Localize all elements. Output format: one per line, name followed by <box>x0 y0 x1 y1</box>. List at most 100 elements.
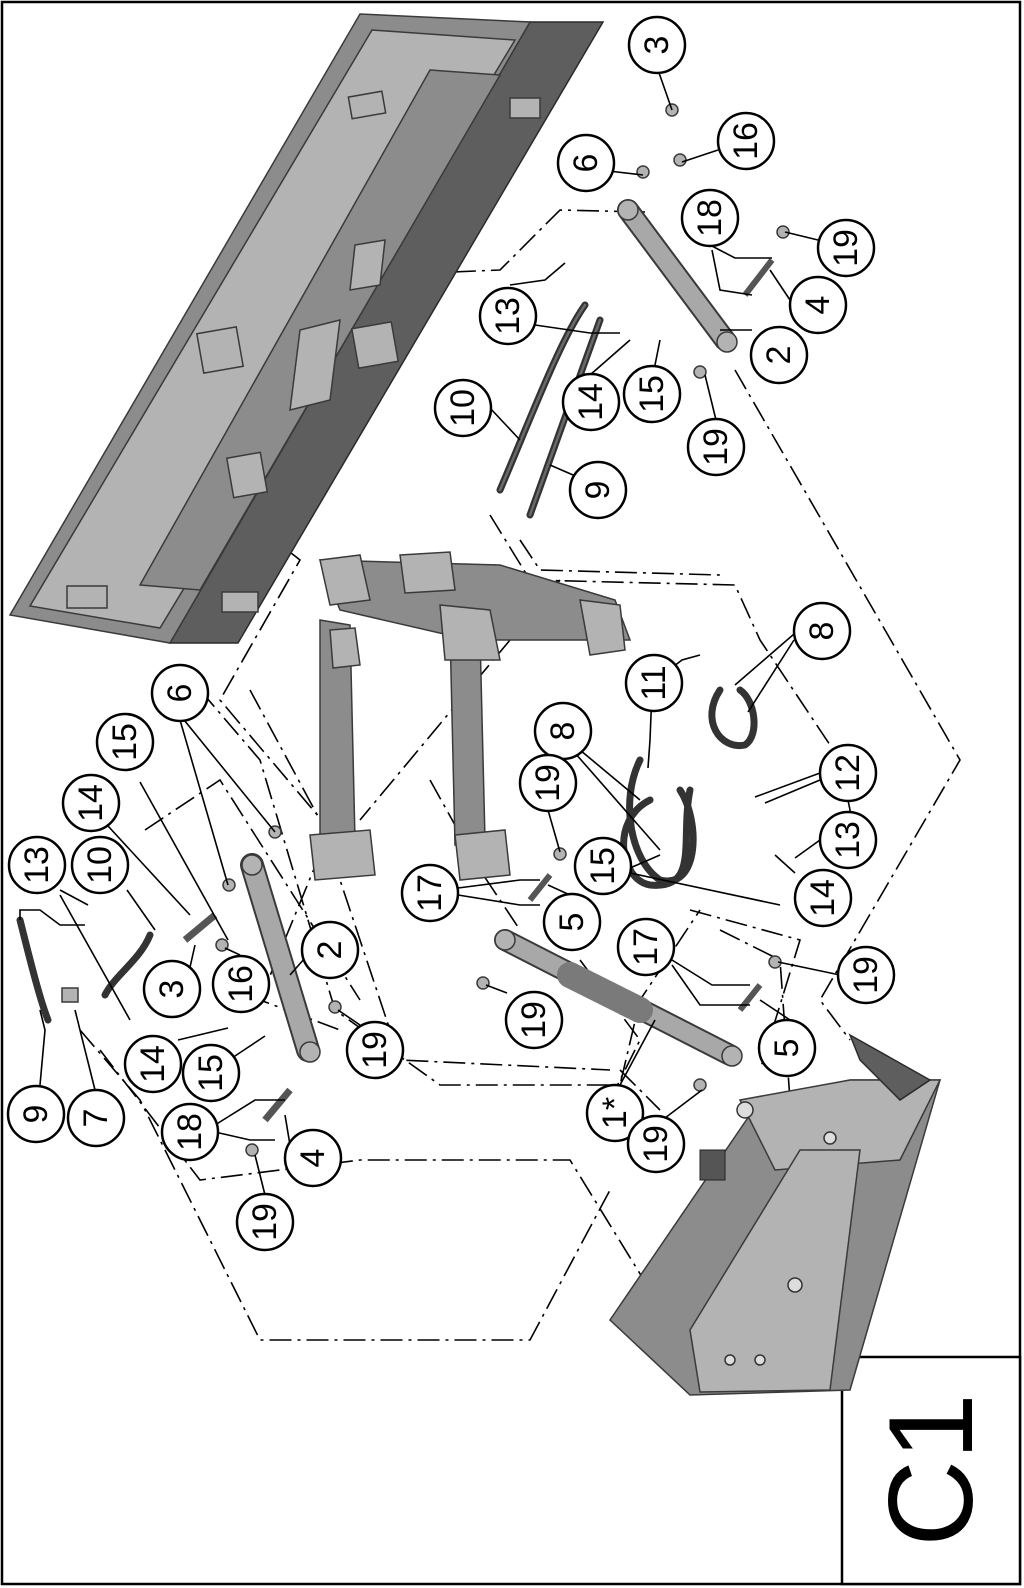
part-callout: 19 <box>504 990 564 1050</box>
mounting-plate <box>609 1033 942 1396</box>
svg-text:19: 19 <box>827 229 865 267</box>
svg-text:14: 14 <box>572 383 610 421</box>
dozer-blade <box>8 13 605 644</box>
svg-text:15: 15 <box>584 847 622 885</box>
svg-text:7: 7 <box>77 1109 115 1128</box>
svg-text:8: 8 <box>544 722 582 741</box>
svg-text:2: 2 <box>311 941 349 960</box>
a-frame <box>309 551 632 881</box>
svg-text:17: 17 <box>411 874 449 912</box>
svg-text:9: 9 <box>579 481 617 500</box>
svg-text:17: 17 <box>627 928 665 966</box>
part-callout: 4 <box>788 275 848 335</box>
svg-text:13: 13 <box>489 297 527 335</box>
part-callout: 3 <box>627 15 687 75</box>
part-callout: 6 <box>150 663 210 723</box>
svg-text:11: 11 <box>635 665 673 700</box>
svg-text:5: 5 <box>768 1039 806 1058</box>
part-callout: 15 <box>181 1043 241 1103</box>
part-callout: 5 <box>542 892 602 952</box>
svg-text:16: 16 <box>727 122 765 160</box>
part-callout: 19 <box>836 945 896 1005</box>
part-callout: 7 <box>66 1088 126 1148</box>
part-callout: 17 <box>400 863 460 923</box>
part-callout: 14 <box>793 868 853 928</box>
part-callout: 10 <box>433 378 493 438</box>
svg-text:19: 19 <box>356 1031 394 1069</box>
svg-text:9: 9 <box>17 1105 55 1124</box>
part-callout: 8 <box>792 601 852 661</box>
svg-text:15: 15 <box>633 375 671 413</box>
leader-lines <box>19 66 841 1196</box>
svg-text:6: 6 <box>161 684 199 703</box>
hydraulic-cylinder-left <box>240 853 321 1063</box>
part-callout: 15 <box>622 364 682 424</box>
part-callout: 13 <box>478 286 538 346</box>
part-callout: 10 <box>70 835 130 895</box>
svg-text:6: 6 <box>567 154 605 173</box>
svg-text:4: 4 <box>294 1149 332 1168</box>
svg-text:14: 14 <box>134 1045 172 1083</box>
part-callout: 13 <box>818 810 878 870</box>
part-callout: 8 <box>533 701 593 761</box>
part-callout: 13 <box>7 835 67 895</box>
part-callout: 14 <box>561 372 621 432</box>
part-callout: 19 <box>626 1114 686 1174</box>
svg-text:3: 3 <box>638 36 676 55</box>
part-callout: 18 <box>160 1102 220 1162</box>
hydraulic-cylinder-bottom <box>494 929 743 1067</box>
sheet-label: C1 <box>864 1393 998 1546</box>
svg-text:19: 19 <box>529 764 567 802</box>
part-callout: 15 <box>95 712 155 772</box>
svg-text:4: 4 <box>799 296 837 315</box>
part-callout: 9 <box>6 1084 66 1144</box>
part-callout: 19 <box>686 417 746 477</box>
svg-text:19: 19 <box>246 1203 284 1241</box>
part-callout: 2 <box>300 920 360 980</box>
hydraulic-cylinder-top-right <box>617 199 738 353</box>
svg-text:10: 10 <box>81 846 119 884</box>
svg-text:12: 12 <box>829 754 867 792</box>
svg-text:19: 19 <box>697 428 735 466</box>
part-callout: 19 <box>518 753 578 813</box>
svg-text:13: 13 <box>18 846 56 884</box>
part-callout: 6 <box>556 133 616 193</box>
part-callout: 12 <box>818 743 878 803</box>
svg-text:15: 15 <box>106 723 144 761</box>
part-callout: 15 <box>573 836 633 896</box>
svg-text:18: 18 <box>171 1113 209 1151</box>
svg-text:19: 19 <box>515 1001 553 1039</box>
part-callout: 4 <box>283 1128 343 1188</box>
svg-text:14: 14 <box>72 784 110 822</box>
svg-text:10: 10 <box>444 389 482 427</box>
svg-text:3: 3 <box>153 980 191 999</box>
svg-text:5: 5 <box>553 913 591 932</box>
svg-text:8: 8 <box>803 622 841 641</box>
svg-text:19: 19 <box>637 1125 675 1163</box>
part-callout: 16 <box>211 954 271 1014</box>
part-callout: 19 <box>235 1192 295 1252</box>
part-callout: 14 <box>61 773 121 833</box>
svg-text:1*: 1* <box>596 1097 634 1129</box>
svg-text:2: 2 <box>760 346 798 365</box>
svg-text:14: 14 <box>804 879 842 917</box>
part-callout: 19 <box>816 218 876 278</box>
sheet-label-box: C1 <box>840 1355 1022 1586</box>
svg-text:15: 15 <box>192 1054 230 1092</box>
part-callout: 5 <box>757 1018 817 1078</box>
part-callout: 14 <box>123 1034 183 1094</box>
svg-text:16: 16 <box>222 965 260 1003</box>
part-callout: 2 <box>749 325 809 385</box>
part-callout: 9 <box>568 460 628 520</box>
part-callout: 11 <box>624 653 684 713</box>
part-callout: 16 <box>716 111 776 171</box>
svg-text:18: 18 <box>691 199 729 237</box>
part-callout: 19 <box>345 1020 405 1080</box>
svg-text:19: 19 <box>847 956 885 994</box>
part-callout: 18 <box>680 188 740 248</box>
svg-text:13: 13 <box>829 821 867 859</box>
part-callout: 1* <box>585 1083 645 1143</box>
part-callout: 17 <box>616 917 676 977</box>
